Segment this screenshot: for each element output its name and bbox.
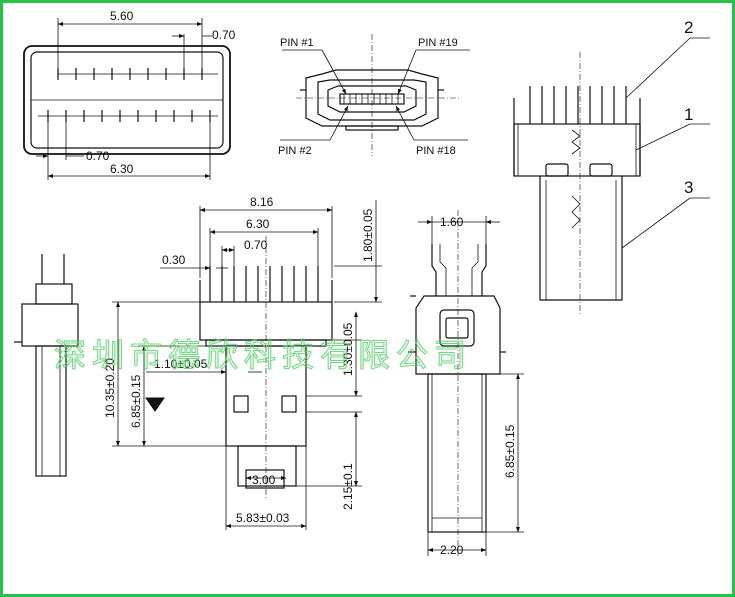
dim-2-20: 2.20 [440, 543, 464, 557]
dim-8-16: 8.16 [250, 195, 274, 209]
dim-6-85-front: 6.85±0.15 [129, 374, 143, 428]
pins-comb-front [209, 266, 319, 302]
pin-row-top [57, 68, 218, 80]
dim-6-85-side: 6.85±0.15 [503, 424, 517, 478]
mating-face-view: PIN #1 PIN #19 PIN #2 PIN #18 [278, 34, 470, 157]
dim-0-70-mid: 0.70 [86, 149, 110, 163]
right-view: 2 1 3 [513, 18, 710, 316]
side-view: 1.60 6.85±0.15 2.20 [408, 210, 524, 557]
dim-5-60: 5.60 [110, 9, 134, 23]
dim-2-15: 2.15±0.1 [341, 463, 355, 510]
callout-3: 3 [684, 178, 693, 197]
end-view: 5.60 0.70 0.70 6.30 [23, 9, 236, 180]
left-side-view [14, 254, 79, 477]
callout-1: 1 [684, 105, 693, 124]
label-pin-1: PIN #1 [280, 37, 314, 49]
pin-row-bottom [38, 110, 218, 122]
dim-5-83: 5.83±0.03 [236, 511, 290, 525]
dim-0-70-top: 0.70 [212, 28, 236, 42]
triangle-marker-icon [145, 397, 165, 412]
front-view: 8.16 6.30 0.70 0.30 1.80±0.05 1.30±0.05 … [103, 195, 382, 530]
dim-1-30: 1.30±0.05 [341, 322, 355, 376]
dim-0-30: 0.30 [162, 253, 186, 267]
label-pin-18: PIN #18 [416, 145, 456, 157]
callout-2: 2 [684, 18, 693, 37]
dim-3-00: 3.00 [252, 473, 276, 487]
dim-6-30-front: 6.30 [246, 217, 270, 231]
dim-6-30: 6.30 [110, 162, 134, 176]
dim-1-60: 1.60 [440, 215, 464, 229]
label-pin-2: PIN #2 [278, 145, 312, 157]
pins-comb-right [529, 86, 627, 124]
watermark-text: 深圳市德欣科技有限公司 [54, 336, 472, 374]
label-pin-19: PIN #19 [418, 37, 458, 49]
dim-1-80: 1.80±0.05 [361, 208, 375, 262]
dim-0-70-front: 0.70 [244, 238, 268, 252]
dim-10-35: 10.35±0.20 [103, 358, 117, 418]
pin-contacts [343, 94, 399, 104]
dim-1-10: 1.10±0.05 [154, 357, 208, 371]
